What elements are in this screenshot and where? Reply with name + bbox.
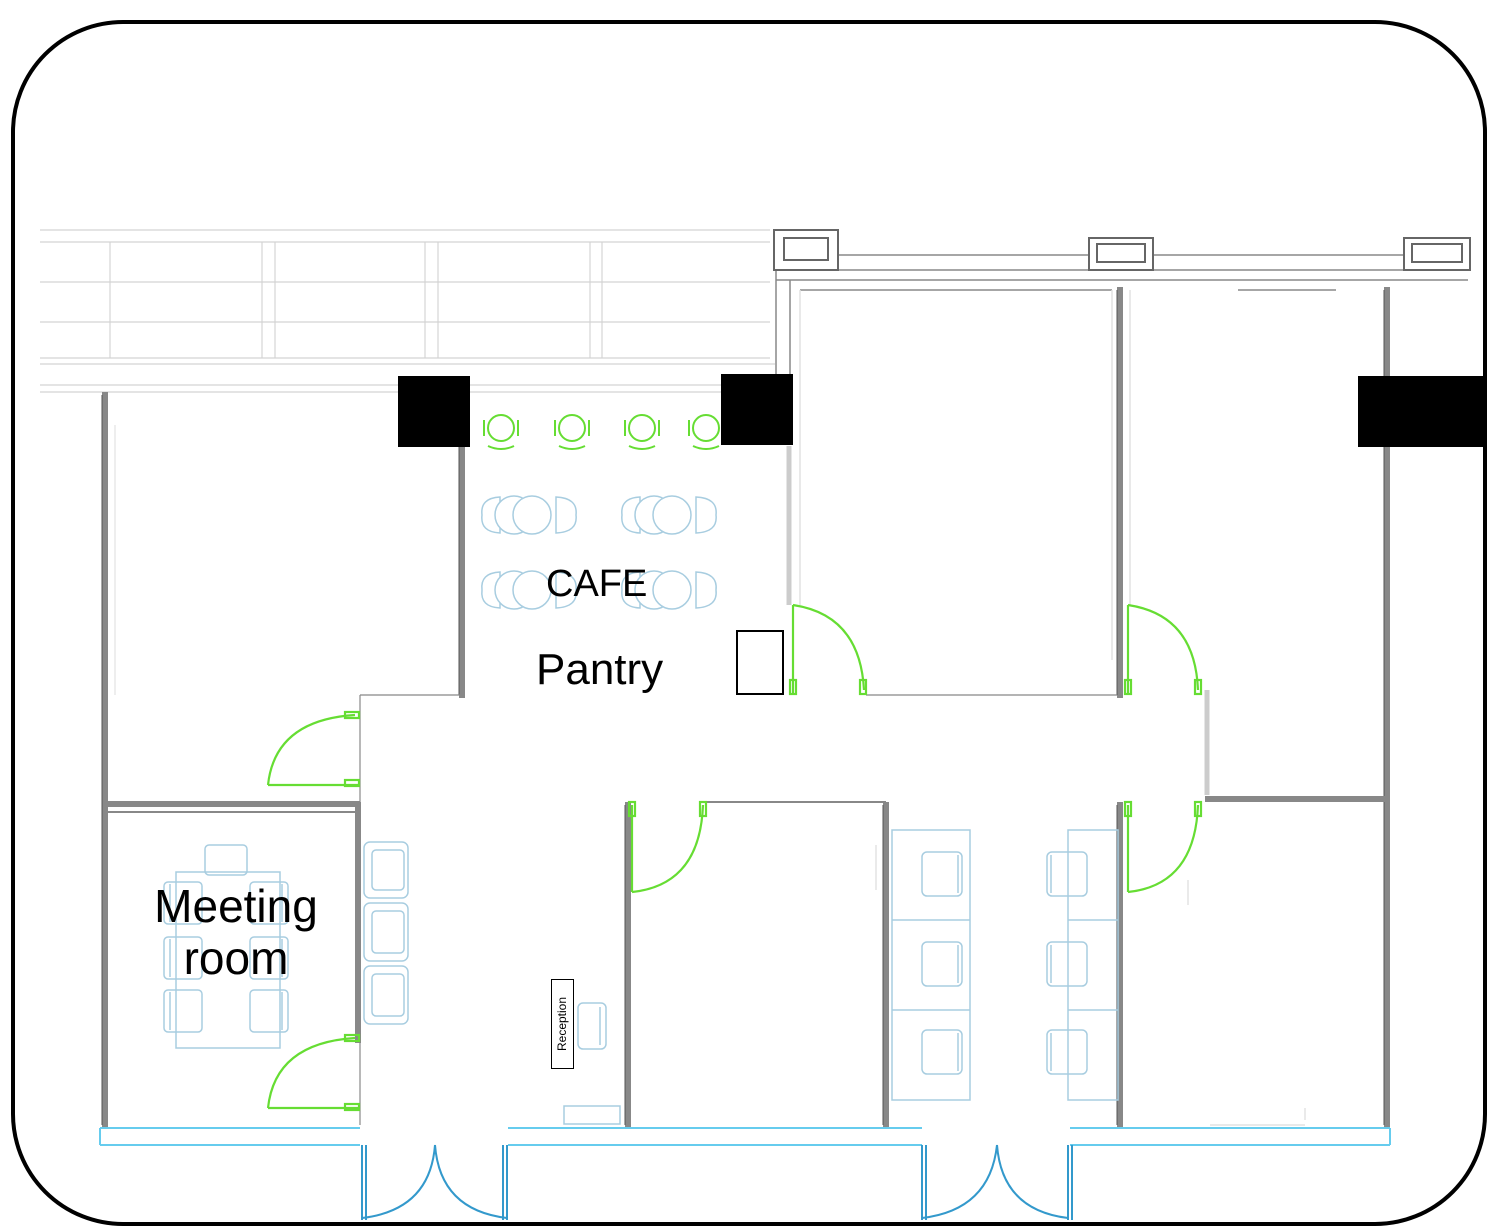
meeting-room-label-line1: Meeting — [154, 880, 318, 932]
door-swings — [266, 603, 1203, 1112]
balcony-grid — [40, 229, 775, 393]
reception-furniture — [563, 1002, 621, 1125]
light-partitions — [786, 446, 1210, 795]
column-block-2 — [721, 374, 793, 445]
fridge-icon — [736, 630, 784, 695]
entrance-doors — [361, 1144, 1073, 1220]
meeting-room-label-line2: room — [183, 932, 289, 984]
reception-desk — [551, 979, 574, 1069]
pantry-label: Pantry — [536, 645, 664, 694]
cafe-bar-chairs — [483, 414, 720, 450]
reception-label: Reception — [555, 996, 569, 1052]
outer-frame — [11, 20, 1487, 1226]
cafe-tables — [481, 495, 717, 610]
meeting-room-label: Meeting room — [138, 880, 334, 984]
thin-room-lines — [799, 290, 1306, 1126]
top-window-bays — [773, 229, 1471, 271]
cafe-label: CAFE — [546, 563, 648, 605]
lobby-sofa — [363, 841, 409, 1025]
horizontal-walls — [105, 425, 1385, 1125]
interior-wall-edges — [101, 290, 1385, 1125]
column-block-1 — [398, 376, 470, 447]
meeting-furniture — [163, 844, 289, 1049]
bottom-window — [99, 1127, 1391, 1146]
workstations — [891, 829, 1119, 1101]
column-block-3 — [1358, 376, 1485, 447]
column-blocks — [398, 374, 1485, 447]
